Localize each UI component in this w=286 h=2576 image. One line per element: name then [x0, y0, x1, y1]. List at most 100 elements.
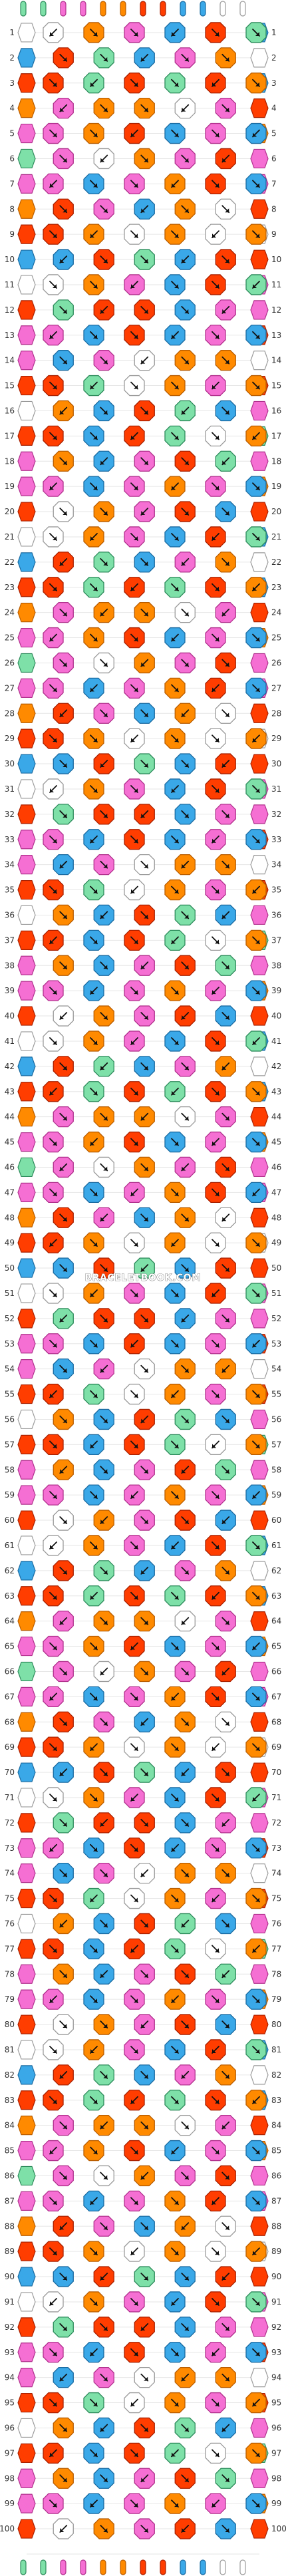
row-number-right: 76	[271, 1919, 281, 1928]
knot	[43, 425, 64, 446]
left-edge-strand	[17, 2368, 36, 2388]
arrow-head-icon	[53, 1192, 57, 1196]
left-edge-strand	[17, 224, 36, 244]
row-number-right: 83	[271, 2096, 281, 2105]
left-edge-strand	[17, 73, 36, 93]
left-edge-strand	[17, 1334, 36, 1354]
arrow-head-icon	[100, 1671, 105, 1675]
knot	[134, 299, 155, 321]
arrow-head-icon	[90, 82, 94, 86]
arrow-head-icon	[103, 1620, 108, 1625]
knot	[124, 476, 145, 497]
knot	[245, 2493, 267, 2514]
arrow-head-icon	[141, 662, 146, 667]
row-number-right: 56	[271, 1414, 281, 1424]
arrow-head-icon	[60, 1317, 65, 1322]
knot	[245, 1887, 267, 1909]
row-number-right: 51	[271, 1289, 281, 1298]
row-number-left: 44	[5, 1112, 15, 1122]
arrow-head-icon	[225, 1721, 229, 1726]
knot	[93, 854, 114, 876]
knot	[215, 2518, 236, 2539]
arrow-head-icon	[63, 158, 67, 162]
right-edge-strand	[250, 1409, 269, 1430]
row-number-left: 6	[9, 154, 15, 163]
arrow-head-icon	[172, 31, 176, 36]
left-edge-strand	[17, 2166, 36, 2186]
arrow-head-icon	[100, 914, 105, 919]
knot	[174, 955, 196, 976]
arrow-head-icon	[131, 283, 135, 288]
knot	[215, 854, 236, 876]
knot	[43, 1787, 64, 1808]
arrow-head-icon	[63, 662, 67, 667]
row-number-left: 39	[5, 986, 15, 995]
right-edge-strand	[250, 1309, 269, 1329]
knot	[164, 1535, 186, 1556]
row-number-right: 89	[271, 2247, 281, 2256]
arrow-head-icon	[53, 385, 57, 389]
arrow-head-icon	[212, 1897, 216, 1902]
right-edge-strand	[250, 1460, 269, 1480]
arrow-head-icon	[184, 208, 189, 213]
knot	[43, 1585, 64, 1607]
row-number-right: 59	[271, 1490, 281, 1500]
arrow-head-icon	[222, 763, 227, 768]
knot	[205, 1182, 226, 1203]
knot	[43, 526, 64, 548]
arrow-head-icon	[184, 1065, 189, 1070]
arrow-head-icon	[255, 385, 259, 389]
right-edge-strand	[250, 1056, 269, 1076]
knot	[43, 1535, 64, 1556]
knot	[164, 577, 186, 598]
row-number-left: 82	[5, 2070, 15, 2080]
arrow-head-icon	[255, 1444, 259, 1448]
arrow-head-icon	[90, 1595, 94, 1599]
knot	[124, 2442, 145, 2464]
arrow-head-icon	[50, 1696, 54, 1700]
arrow-head-icon	[90, 990, 94, 995]
arrow-head-icon	[222, 1973, 227, 1978]
arrow-head-icon	[131, 1645, 135, 1650]
arrow-head-icon	[144, 1217, 148, 1221]
right-edge-strand	[250, 2368, 269, 2388]
knot	[174, 1560, 196, 1581]
knot	[53, 2215, 74, 2237]
knot	[53, 299, 74, 321]
left-edge-strand	[17, 1434, 36, 1454]
arrow-head-icon	[93, 738, 97, 742]
arrow-head-icon	[131, 2402, 135, 2406]
arrow-head-icon	[255, 1595, 259, 1599]
knot	[134, 47, 155, 69]
arrow-head-icon	[134, 2351, 138, 2356]
right-edge-strand	[250, 955, 269, 975]
knot	[134, 2417, 155, 2439]
arrow-head-icon	[134, 838, 138, 843]
knot	[53, 1358, 74, 1380]
arrow-head-icon	[53, 1645, 57, 1650]
arrow-head-icon	[93, 31, 97, 36]
knot	[164, 677, 186, 699]
row-number-left: 34	[5, 860, 15, 870]
row-number-right: 45	[271, 1138, 281, 1147]
arrow-head-icon	[144, 1317, 148, 1322]
knot	[174, 1762, 196, 1783]
arrow-head-icon	[141, 1872, 146, 1877]
arrow-head-icon	[182, 2376, 186, 2381]
row-number-left: 90	[5, 2272, 15, 2281]
arrow-head-icon	[144, 1923, 148, 1927]
arrow-head-icon	[253, 738, 257, 742]
arrow-head-icon	[63, 965, 67, 969]
arrow-head-icon	[103, 410, 108, 414]
arrow-head-icon	[100, 1973, 105, 1978]
arrow-head-icon	[255, 990, 259, 995]
row-number-right: 21	[271, 532, 281, 542]
arrow-head-icon	[184, 662, 189, 667]
knot	[164, 2392, 186, 2414]
arrow-head-icon	[144, 561, 148, 565]
arrow-head-icon	[103, 259, 108, 263]
left-edge-strand	[17, 1309, 36, 1329]
row-number-left: 83	[5, 2096, 15, 2105]
knot	[83, 2342, 104, 2363]
arrow-head-icon	[63, 2024, 67, 2028]
